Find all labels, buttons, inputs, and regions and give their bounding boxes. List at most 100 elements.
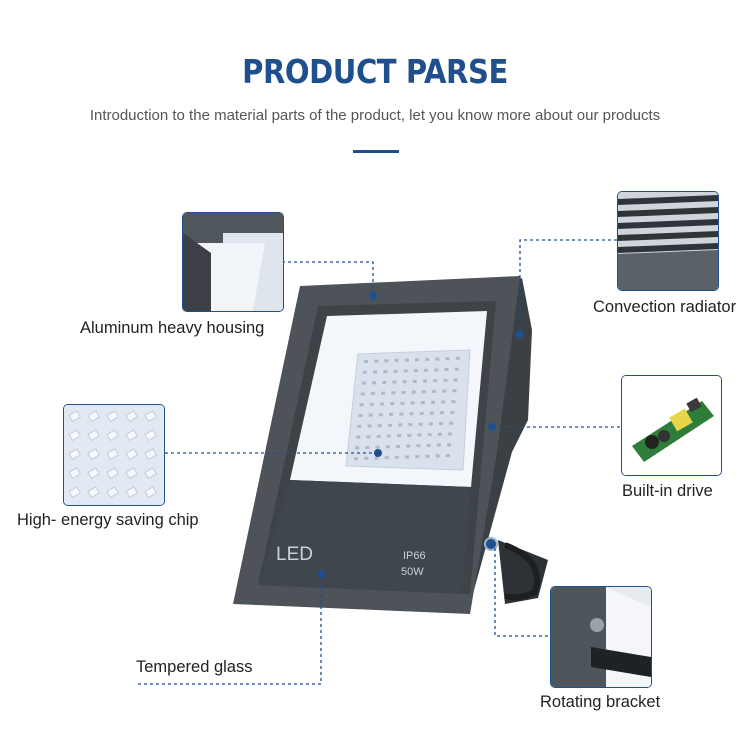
led-chip (423, 379, 427, 383)
led-chip (361, 381, 366, 385)
led-chip (418, 422, 423, 426)
led-chip (413, 369, 418, 373)
led-chip (394, 455, 399, 459)
leader-housing (282, 261, 374, 296)
chip-thumb-cell (106, 467, 120, 480)
led-chip (370, 392, 375, 395)
led-chip (445, 357, 450, 361)
chip-thumb-cell (106, 410, 120, 423)
led-chip (409, 412, 414, 416)
chip-thumb-cell (125, 410, 139, 423)
label-rotating-bracket: Rotating bracket (540, 693, 661, 711)
drive-thumbnail (621, 375, 722, 476)
led-chip (373, 370, 378, 374)
led-chip (444, 368, 449, 371)
chip-thumb-cell (87, 486, 101, 499)
chip-thumb-cell (144, 467, 158, 480)
chip-thumb-cell (68, 467, 82, 480)
led-chip (440, 411, 445, 415)
chip-thumb-cell (68, 429, 82, 442)
led-chip (354, 457, 359, 461)
led-chip (368, 413, 373, 417)
led-chip (424, 368, 429, 372)
led-chip (399, 412, 404, 416)
led-chip (447, 443, 451, 447)
title-underline (353, 150, 399, 153)
rotating-bracket-graphic (498, 540, 548, 604)
led-chip (452, 389, 457, 393)
led-chip (392, 380, 397, 384)
led-chip (400, 401, 405, 405)
led-chip (383, 370, 388, 374)
led-chip (427, 433, 432, 437)
chip-thumb-cell (68, 486, 82, 499)
led-chip (445, 454, 450, 458)
led-chip (451, 400, 456, 404)
led-chip (397, 434, 402, 438)
chip-thumb-cell (87, 410, 101, 423)
led-chip (357, 424, 362, 428)
led-chip (366, 435, 371, 439)
led-chip (417, 433, 422, 437)
led-chip (448, 432, 453, 436)
led-chip (437, 432, 442, 436)
led-chip (374, 359, 379, 363)
label-aluminum-housing: Aluminum heavy housing (80, 319, 265, 337)
led-front-text: LED (276, 544, 313, 565)
chip-thumb-cell (87, 429, 101, 442)
led-chip (455, 356, 460, 360)
led-chip (432, 389, 437, 393)
led-chip (394, 358, 399, 362)
led-chip (453, 378, 458, 382)
led-chip (391, 391, 396, 395)
page-title: PRODUCT PARSE (242, 52, 508, 91)
led-chip (419, 411, 424, 415)
led-chip (416, 444, 421, 448)
led-chip (390, 402, 395, 406)
led-chip (433, 379, 438, 383)
chip-thumb-cell (144, 448, 158, 461)
led-chip (411, 390, 416, 394)
led-chip (415, 358, 419, 362)
led-chip (367, 424, 372, 428)
led-chip (377, 424, 382, 428)
led-chip (396, 445, 400, 448)
led-chip (356, 435, 361, 439)
led-chip (428, 422, 433, 426)
leader-radiator (519, 239, 617, 334)
leader-bracket (494, 544, 548, 637)
led-chip (382, 380, 387, 384)
led-chip (384, 456, 389, 460)
chip-thumb-cell (106, 486, 120, 499)
led-chip (380, 402, 384, 406)
radiator-thumbnail (617, 191, 719, 291)
led-chip (381, 391, 386, 395)
led-chip (375, 445, 380, 449)
chip-thumb-cell (68, 448, 82, 461)
chip-thumb-cell (144, 429, 158, 442)
led-chip (412, 379, 417, 383)
callout-dots (317, 292, 524, 578)
led-chip (364, 360, 368, 363)
chip-thumb-cell (125, 448, 139, 461)
label-convection-radiator: Convection radiator (593, 298, 737, 316)
led-chip-panel (345, 349, 471, 471)
led-chip (406, 444, 411, 448)
bracket-thumbnail (550, 586, 652, 688)
led-chip (431, 400, 435, 404)
led-chip (443, 378, 448, 382)
leader-lines (138, 239, 620, 685)
led-chip (425, 357, 430, 361)
chip-thumb-cell (144, 410, 158, 423)
led-chip (355, 446, 360, 450)
led-chip (374, 456, 379, 460)
led-chip (393, 369, 398, 373)
led-chip (408, 423, 413, 427)
chip-thumb-cell (106, 429, 120, 442)
chip-thumbnail (63, 404, 165, 506)
housing-thumbnail (182, 212, 284, 312)
front-plate (259, 480, 471, 594)
rating-ip-text: IP66 (403, 550, 426, 562)
led-chip (442, 389, 447, 393)
chip-thumb-cell (125, 486, 139, 499)
